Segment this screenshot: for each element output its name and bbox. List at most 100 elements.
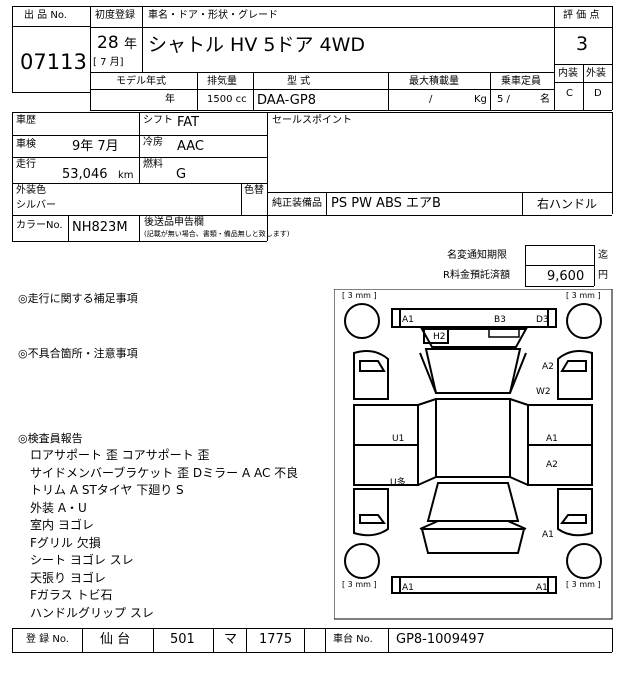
ac-value: AAC xyxy=(177,139,204,154)
rule xyxy=(594,245,595,286)
rule xyxy=(525,245,526,286)
car-name: シャトル HV 5ドア 4WD xyxy=(148,34,365,56)
inspector-heading: ◎検査員報告 xyxy=(18,432,83,445)
shift-label: シフト xyxy=(143,115,173,126)
right-side-front xyxy=(557,350,593,400)
front-bumper xyxy=(391,308,557,328)
car-damage-diagram: [ 3 mm ] [ 3 mm ] [ 3 mm ] [ 3 mm ] A1 B… xyxy=(334,289,613,620)
inspector-report-list: ロアサポート 歪 コアサポート 歪 サイドメンバーブラケット 歪 Dミラー A … xyxy=(30,447,320,622)
first-reg-year-unit: 年 xyxy=(124,37,138,52)
displacement-label: 排気量 xyxy=(207,76,237,87)
first-reg-year: 28 xyxy=(97,33,119,53)
rule xyxy=(388,72,389,110)
post-doc-label: 後送品申告欄 xyxy=(144,217,204,228)
rule xyxy=(12,135,267,136)
mileage-value: 53,046 xyxy=(62,167,108,182)
rule xyxy=(12,26,90,27)
rule xyxy=(12,628,612,629)
rear-window xyxy=(426,482,520,522)
mark-front-bumper-a1: A1 xyxy=(402,315,414,325)
wheel-rear-left xyxy=(344,543,380,579)
windshield xyxy=(424,348,522,394)
reg-number: 1775 xyxy=(259,632,293,647)
list-item: シート ヨゴレ スレ xyxy=(30,553,134,567)
steering-value: 右ハンドル xyxy=(537,197,598,211)
model-value: DAA-GP8 xyxy=(257,93,316,108)
capacity-unit: 名 xyxy=(540,94,550,105)
rear-bumper xyxy=(391,576,557,594)
rule xyxy=(325,628,326,652)
left-side-front xyxy=(353,350,389,400)
left-side-rear xyxy=(353,488,389,537)
reg-area: 仙 台 xyxy=(100,632,131,647)
rule xyxy=(90,89,554,90)
list-item: 室内 ヨゴレ xyxy=(30,518,94,532)
rule xyxy=(139,215,140,241)
model-year-unit: 年 xyxy=(165,94,175,105)
displacement-value: 1500 cc xyxy=(207,94,247,105)
fuel-value: G xyxy=(176,167,187,182)
rule xyxy=(525,265,594,266)
capacity-value: 5 / xyxy=(497,94,510,105)
headlight xyxy=(488,328,520,338)
mark-right-front-a2: A2 xyxy=(542,362,554,372)
list-item: 外装 A・U xyxy=(30,500,87,515)
defects-heading: ◎不具合箇所・注意事項 xyxy=(18,347,138,360)
body-right xyxy=(527,404,593,486)
rule xyxy=(90,110,612,111)
driving-notes-heading: ◎走行に関する補足事項 xyxy=(18,292,138,305)
exterior-label: 外装 xyxy=(586,68,606,79)
rule xyxy=(267,112,612,113)
wheel-front-right xyxy=(566,303,602,339)
rule xyxy=(197,72,198,110)
recycle-unit: 円 xyxy=(598,270,608,281)
rule xyxy=(267,192,612,193)
model-year-label: モデル年式 xyxy=(116,76,166,87)
mark-right-body-a2: A2 xyxy=(546,460,558,470)
list-item: ロアサポート 歪 コアサポート 歪 xyxy=(30,448,210,462)
car-name-label: 車名・ドア・形状・グレード xyxy=(148,10,278,21)
rule xyxy=(612,6,613,110)
name-change-unit: 迄 xyxy=(598,250,608,261)
inspection-label: 車検 xyxy=(16,139,36,150)
equipment-label: 純正装備品 xyxy=(272,198,322,209)
interior-label: 内装 xyxy=(558,68,578,79)
rule xyxy=(12,628,13,652)
color-no-value: NH823M xyxy=(72,220,128,235)
interior-grade: C xyxy=(566,88,573,99)
inspection-value: 9年 7月 xyxy=(72,139,119,154)
roof xyxy=(435,398,511,478)
recycle-label: R料金預託済額 xyxy=(443,270,510,281)
mark-rear-bumper-right-a1: A1 xyxy=(536,583,548,593)
equipment-value: PS PW ABS エアB xyxy=(331,196,441,211)
list-item: 天張り ヨゴレ xyxy=(30,570,106,585)
body-left xyxy=(353,404,419,486)
exterior-color-value: シルバー xyxy=(16,200,56,211)
mark-right-front-w2: W2 xyxy=(536,387,551,397)
max-load-value: / xyxy=(429,94,433,105)
fuel-label: 燃料 xyxy=(143,159,163,170)
grade-label: 評 価 点 xyxy=(563,10,600,21)
list-item: サイドメンバーブラケット 歪 Dミラー A AC 不良 xyxy=(30,465,299,480)
rule xyxy=(12,157,267,158)
exterior-color-label: 外装色 xyxy=(16,185,46,196)
reg-class: 501 xyxy=(170,632,195,647)
mark-front-bumper-b3: B3 xyxy=(494,315,506,325)
first-reg-month: [ 7 月] xyxy=(93,57,124,68)
grade-value: 3 xyxy=(576,33,589,55)
lot-label: 出 品 No. xyxy=(24,10,67,21)
rule xyxy=(142,6,143,72)
recolor-label: 色替 xyxy=(244,185,264,196)
recycle-value: 9,600 xyxy=(547,269,585,284)
mark-left-body-u1: U1 xyxy=(392,434,404,444)
mileage-unit: km xyxy=(118,170,134,181)
reg-kana: マ xyxy=(224,632,238,647)
rule xyxy=(90,27,554,28)
tire-label-fl: [ 3 mm ] xyxy=(342,291,377,300)
rule xyxy=(153,628,154,652)
list-item: ハンドルグリップ スレ xyxy=(30,605,154,620)
wheel-front-left xyxy=(344,303,380,339)
list-item: Fガラス トビ石 xyxy=(30,588,113,602)
rule xyxy=(304,628,305,652)
rule xyxy=(213,628,214,652)
